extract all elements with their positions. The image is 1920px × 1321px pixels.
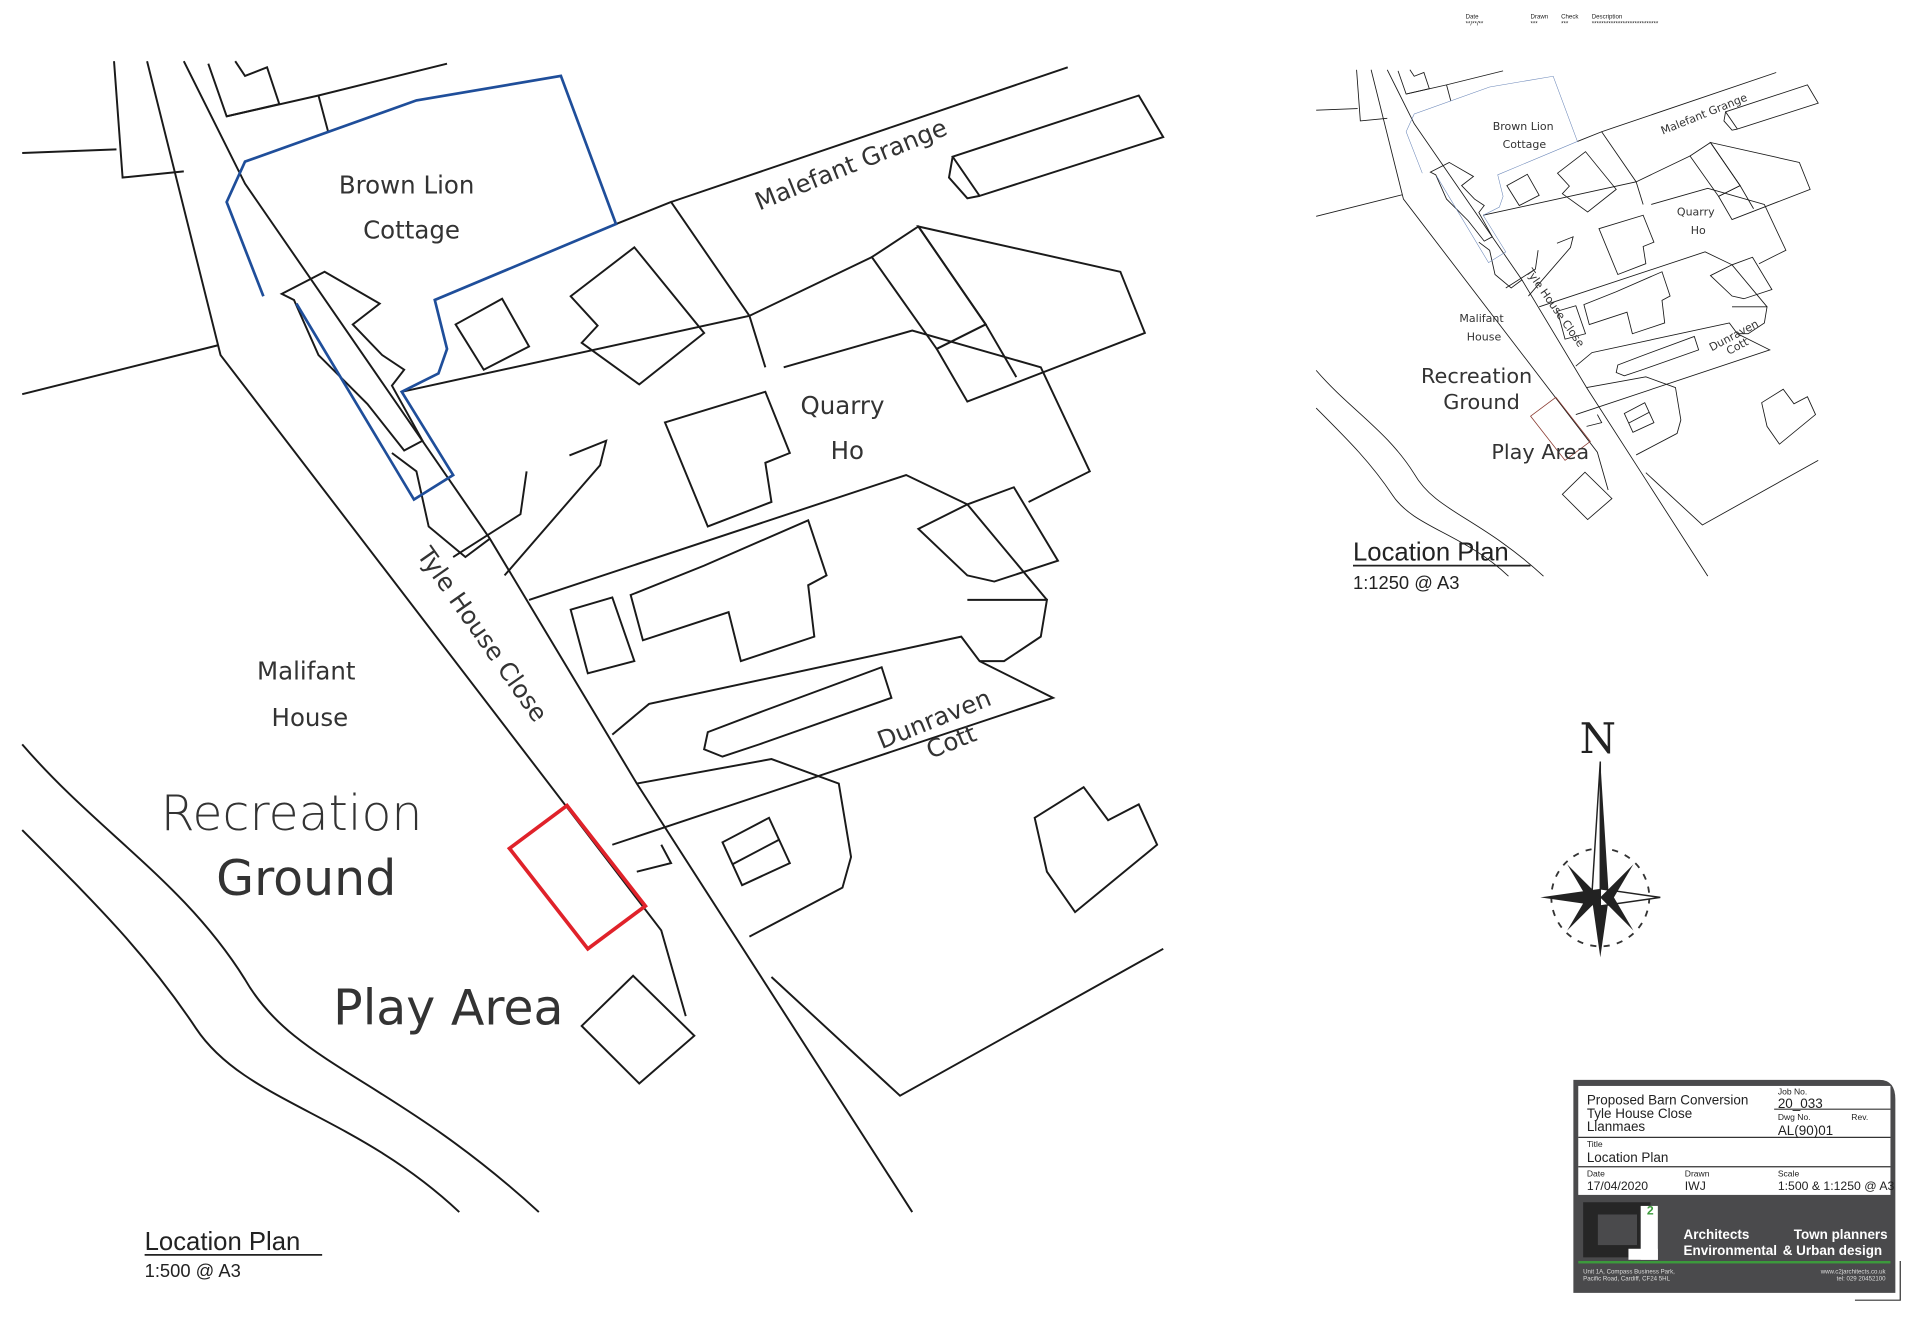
svg-text:2: 2 bbox=[1647, 1203, 1654, 1217]
svg-text:Brown Lion: Brown Lion bbox=[1493, 120, 1554, 133]
small-plan-title: Location Plan bbox=[1353, 539, 1509, 567]
svg-text:tel: 029 20452100: tel: 029 20452100 bbox=[1837, 1276, 1887, 1283]
main-plan-scale: 1:500 @ A3 bbox=[145, 1260, 241, 1281]
main-plan-title: Location Plan bbox=[145, 1228, 301, 1256]
svg-text:Tyle House Close: Tyle House Close bbox=[1523, 265, 1588, 349]
svg-text:AL(90)01: AL(90)01 bbox=[1778, 1123, 1833, 1138]
svg-text:IWJ: IWJ bbox=[1685, 1179, 1706, 1193]
svg-text:Tyle House Close: Tyle House Close bbox=[1587, 1106, 1692, 1121]
svg-text:Ho: Ho bbox=[1691, 224, 1706, 237]
title-block: Proposed Barn Conversion Tyle House Clos… bbox=[1573, 1079, 1901, 1301]
svg-text:Rev.: Rev. bbox=[1851, 1112, 1868, 1122]
svg-text:N: N bbox=[1580, 714, 1616, 763]
main-location-plan: Brown Lion Cottage Malefant Grange Quarr… bbox=[21, 60, 1165, 1281]
svg-text:Quarry: Quarry bbox=[801, 391, 885, 420]
svg-text:17/04/2020: 17/04/2020 bbox=[1587, 1179, 1648, 1193]
svg-text:Proposed Barn Conversion: Proposed Barn Conversion bbox=[1587, 1092, 1749, 1107]
svg-text:& Urban design: & Urban design bbox=[1783, 1243, 1882, 1258]
c2j-logo: 2 bbox=[1583, 1202, 1658, 1260]
svg-text:Ho: Ho bbox=[831, 436, 864, 465]
svg-text:Unit 1A, Compass Business Park: Unit 1A, Compass Business Park, bbox=[1583, 1268, 1675, 1275]
north-arrow-icon: N bbox=[1540, 714, 1661, 958]
svg-text:Town planners: Town planners bbox=[1794, 1227, 1888, 1242]
svg-text:House: House bbox=[272, 703, 349, 732]
svg-text:Location Plan: Location Plan bbox=[1587, 1150, 1669, 1165]
svg-text:Scale: Scale bbox=[1778, 1169, 1800, 1179]
svg-text:1:500 & 1:1250 @ A3: 1:500 & 1:1250 @ A3 bbox=[1778, 1179, 1895, 1193]
svg-text:Malifant: Malifant bbox=[1459, 312, 1504, 325]
svg-text:Malefant Grange: Malefant Grange bbox=[1659, 91, 1749, 138]
site-boundary-red bbox=[506, 803, 648, 952]
svg-text:Date: Date bbox=[1466, 13, 1480, 20]
svg-text:Title: Title bbox=[1587, 1139, 1603, 1149]
svg-text:Llanmaes: Llanmaes bbox=[1587, 1119, 1646, 1134]
svg-text:Tyle House Close: Tyle House Close bbox=[411, 541, 554, 727]
svg-text:Drawn: Drawn bbox=[1685, 1169, 1710, 1179]
svg-text:Description: Description bbox=[1592, 13, 1623, 20]
svg-text:Date: Date bbox=[1587, 1169, 1605, 1179]
revision-header: Date **/**/** Drawn *** Check *** Descri… bbox=[1466, 13, 1659, 27]
svg-text:Cottage: Cottage bbox=[363, 216, 460, 245]
svg-text:www.c2jarchitects.co.uk: www.c2jarchitects.co.uk bbox=[1820, 1268, 1887, 1275]
svg-text:Pacific Road, Cardiff, CF24 5H: Pacific Road, Cardiff, CF24 5HL bbox=[1583, 1276, 1670, 1283]
svg-text:Recreation: Recreation bbox=[1421, 364, 1532, 388]
svg-text:Ground: Ground bbox=[1443, 390, 1520, 414]
svg-text:****************************: **************************** bbox=[1592, 21, 1659, 28]
svg-text:Check: Check bbox=[1561, 13, 1579, 20]
svg-text:Malifant: Malifant bbox=[257, 656, 356, 685]
svg-text:Architects: Architects bbox=[1684, 1227, 1750, 1242]
small-plan-scale: 1:1250 @ A3 bbox=[1353, 572, 1459, 593]
svg-text:Environmental: Environmental bbox=[1684, 1243, 1777, 1258]
svg-text:**/**/**: **/**/** bbox=[1466, 21, 1484, 28]
svg-text:Quarry: Quarry bbox=[1677, 205, 1715, 218]
svg-text:Play Area: Play Area bbox=[1491, 440, 1589, 464]
svg-text:Drawn: Drawn bbox=[1531, 13, 1549, 20]
svg-text:House: House bbox=[1467, 330, 1502, 343]
svg-text:***: *** bbox=[1561, 21, 1569, 28]
svg-text:Recreation: Recreation bbox=[161, 785, 423, 842]
svg-text:***: *** bbox=[1531, 21, 1539, 28]
ownership-boundary-blue bbox=[225, 74, 618, 502]
svg-text:Play Area: Play Area bbox=[333, 980, 563, 1037]
site-boundary-small bbox=[1530, 396, 1591, 461]
svg-text:Job No.: Job No. bbox=[1778, 1087, 1807, 1097]
svg-text:Brown Lion: Brown Lion bbox=[339, 170, 474, 199]
svg-text:20_033: 20_033 bbox=[1778, 1096, 1823, 1111]
svg-text:Ground: Ground bbox=[216, 850, 396, 907]
svg-text:Cottage: Cottage bbox=[1503, 138, 1547, 151]
svg-text:Dwg No.: Dwg No. bbox=[1778, 1112, 1811, 1122]
small-location-plan: Brown Lion Cottage Malefant Grange Quarr… bbox=[1315, 69, 1819, 593]
